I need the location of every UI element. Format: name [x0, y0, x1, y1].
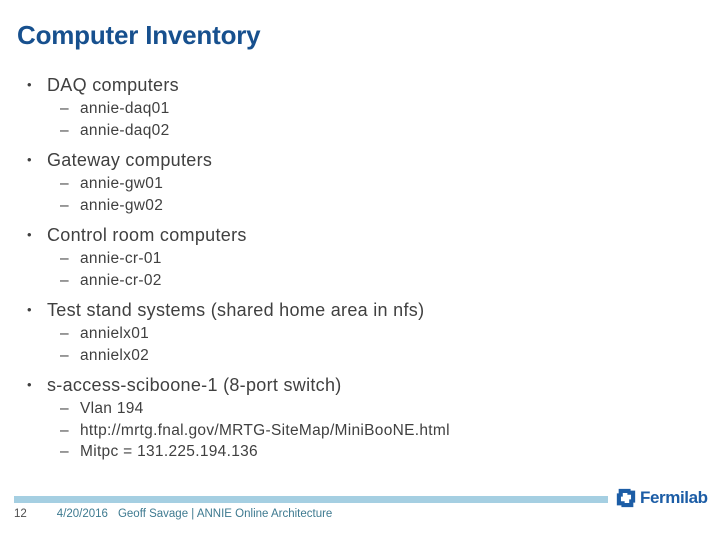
fermilab-logo: Fermilab — [615, 487, 708, 509]
sub-bullet-label: annie-cr-02 — [80, 271, 162, 289]
sub-bullet-glyph: – — [60, 271, 69, 289]
sub-bullet-label: annie-gw01 — [80, 175, 164, 192]
bullet-list: •DAQ computers–annie-daq01–annie-daq02•G… — [0, 72, 712, 463]
sub-bullet-item: –annielx01 — [0, 323, 712, 345]
sub-bullet-glyph: – — [60, 250, 69, 267]
sub-bullet-item: –annie-daq02 — [0, 120, 712, 142]
sub-bullet-label: annie-gw02 — [80, 196, 164, 214]
bullet-item-label: DAQ computers — [47, 75, 179, 95]
sub-bullet-label: annie-cr-01 — [80, 250, 162, 267]
sub-bullet-item: –annie-gw02 — [0, 195, 712, 217]
sub-bullet-item: –annie-daq01 — [0, 98, 712, 120]
sub-bullet-item: –annielx02 — [0, 345, 712, 367]
sub-bullet-glyph: – — [60, 196, 69, 214]
bullet-glyph: • — [27, 152, 32, 167]
bullet-glyph: • — [27, 77, 32, 92]
bullet-item: • Gateway computers — [0, 147, 712, 173]
sub-bullet-label: Mitpc = 131.225.194.136 — [80, 443, 258, 460]
bullet-glyph: • — [27, 227, 32, 242]
sub-bullet-item: –Mitpc = 131.225.194.136 — [0, 441, 712, 463]
sub-bullet-item: –Vlan 194 — [0, 398, 712, 420]
bullet-item-label: s-access-sciboone-1 (8-port switch) — [47, 375, 342, 395]
sub-bullet-label: annie-daq01 — [80, 100, 170, 117]
bullet-item: • Control room computers — [0, 222, 712, 248]
bullet-item-label: Gateway computers — [47, 150, 213, 170]
fermilab-logo-icon — [616, 488, 636, 508]
footer-date: 4/20/2016 — [56, 508, 108, 520]
bullet-item: • s-access-sciboone-1 (8-port switch) — [0, 372, 712, 398]
sub-bullet-label: annielx02 — [80, 346, 150, 364]
bullet-item-label: Control room computers — [47, 225, 247, 245]
sub-bullet-item: –annie-gw01 — [0, 173, 712, 195]
footer-attribution: Geoff Savage | ANNIE Online Architecture — [117, 508, 333, 520]
bullet-glyph: • — [27, 302, 32, 317]
bullet-item-label: Test stand systems (shared home area in … — [47, 300, 425, 320]
sub-bullet-glyph: – — [60, 346, 69, 364]
bullet-glyph: • — [27, 377, 32, 392]
sub-bullet-glyph: – — [60, 100, 69, 117]
sub-bullet-label: annie-daq02 — [80, 121, 170, 139]
sub-bullet-glyph: – — [60, 175, 69, 192]
sub-bullet-label: Vlan 194 — [80, 400, 144, 417]
fermilab-logo-text: Fermilab — [640, 488, 708, 507]
sub-bullet-label: annielx01 — [80, 325, 150, 342]
page-number: 12 — [14, 508, 27, 520]
accent-bar — [14, 496, 608, 503]
sub-bullet-glyph: – — [60, 325, 69, 342]
footer: 12 4/20/2016 Geoff Savage | ANNIE Online… — [14, 508, 332, 520]
bullet-item: • DAQ computers — [0, 72, 712, 98]
sub-bullet-item: –annie-cr-01 — [0, 248, 712, 270]
sub-bullet-item: –http://mrtg.fnal.gov/MRTG-SiteMap/MiniB… — [0, 420, 712, 442]
sub-bullet-glyph: – — [60, 443, 69, 460]
bullet-item: • Test stand systems (shared home area in… — [0, 297, 712, 323]
sub-bullet-label: http://mrtg.fnal.gov/MRTG-SiteMap/MiniBo… — [80, 421, 450, 439]
sub-bullet-glyph: – — [60, 121, 69, 139]
sub-bullet-glyph: – — [60, 400, 69, 417]
sub-bullet-item: –annie-cr-02 — [0, 270, 712, 292]
slide-title: Computer Inventory — [17, 20, 261, 50]
sub-bullet-glyph: – — [60, 421, 69, 439]
